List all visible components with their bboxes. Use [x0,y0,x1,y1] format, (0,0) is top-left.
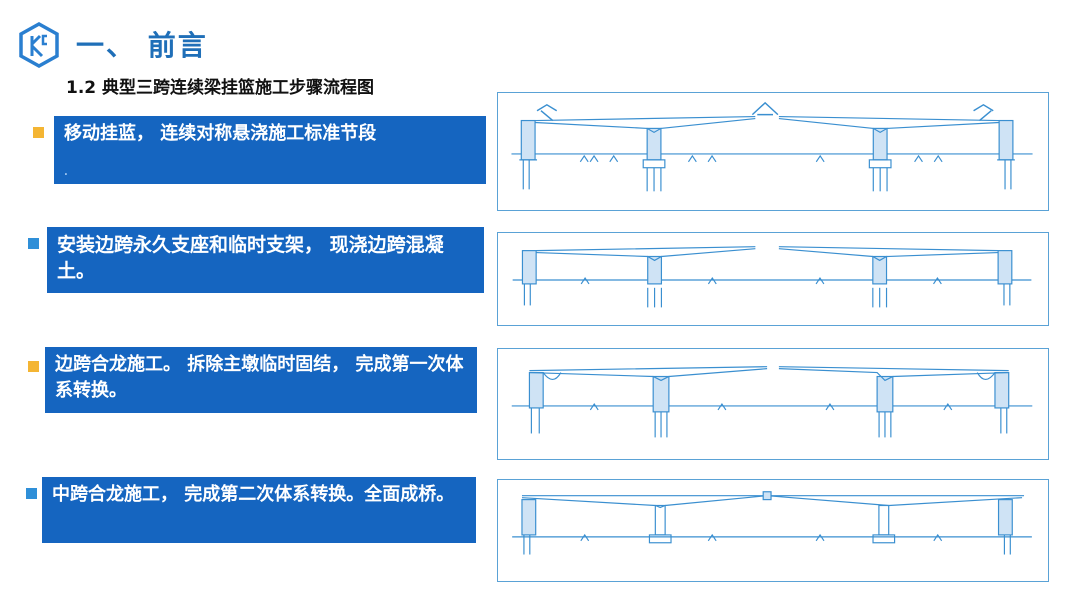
step-3-text: 边跨合龙施工。 拆除主墩临时固结， 完成第一次体系转换。 [55,354,464,401]
page-subtitle: 1.2 典型三跨连续梁挂篮施工步骤流程图 [66,78,375,98]
step-1-text: 移动挂蓝， 连续对称悬浇施工标准节段 [64,123,377,144]
step-1-box: 移动挂蓝， 连续对称悬浇施工标准节段 . [54,116,486,184]
bridge-drawing-4 [512,491,1032,555]
step-3-box: 边跨合龙施工。 拆除主墩临时固结， 完成第一次体系转换。 [45,347,477,413]
step-2-bullet [28,238,39,249]
bridge-drawing-1 [511,101,1033,192]
step-2-box: 安装边跨永久支座和临时支架， 现浇边跨混凝土。 [47,227,484,293]
diagram-step-1 [497,92,1049,211]
diagram-step-2 [497,232,1049,326]
logo-icon [19,22,59,68]
step-2-text: 安装边跨永久支座和临时支架， 现浇边跨混凝土。 [57,234,444,282]
diagram-step-3 [497,348,1049,460]
step-4-bullet [26,488,37,499]
page-title: 一、 前言 [76,29,208,62]
bridge-drawing-2 [512,246,1032,308]
step-1-bullet [33,127,44,138]
step-1-note: . [64,167,68,178]
step-4-box: 中跨合龙施工， 完成第二次体系转换。全面成桥。 [42,477,476,543]
diagram-step-4 [497,479,1049,582]
step-3-bullet [28,361,39,372]
bridge-drawing-3 [511,366,1033,438]
step-4-text: 中跨合龙施工， 完成第二次体系转换。全面成桥。 [52,484,455,505]
